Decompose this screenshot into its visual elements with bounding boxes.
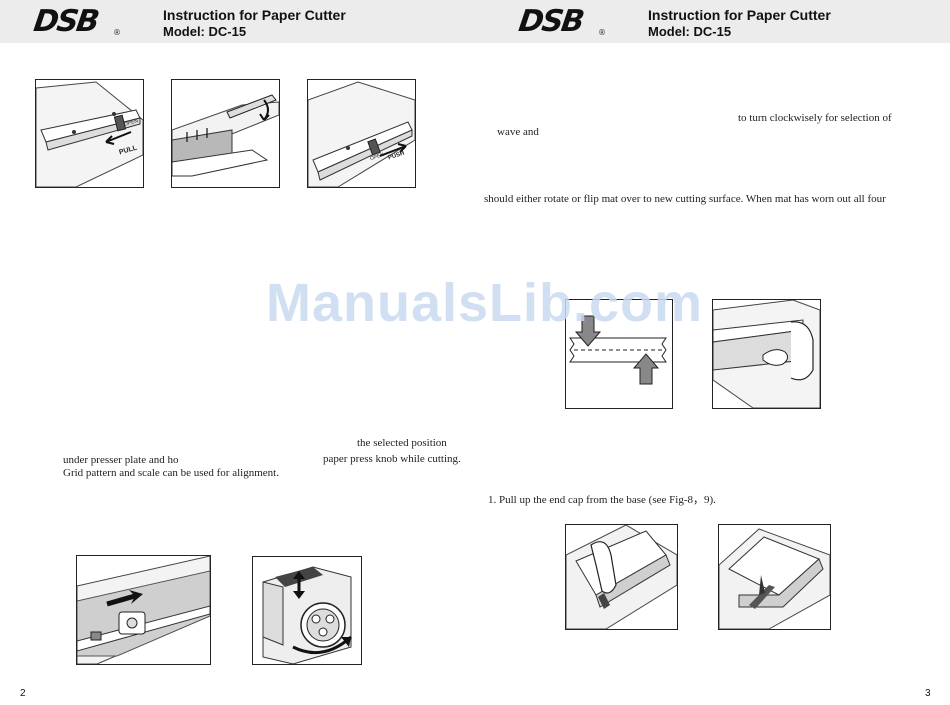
dsb-logo: DSB [31, 4, 100, 39]
dsb-logo: DSB [516, 4, 585, 39]
figure-9-end-cap [718, 524, 831, 630]
cutter-illustration [719, 528, 830, 629]
text-turn-clockwise: to turn clockwisely for selection of [738, 112, 892, 124]
left-page-header: DSB ® Instruction for Paper Cutter Model… [0, 0, 475, 43]
registered-mark: ® [113, 28, 121, 37]
figure-8-end-cap [565, 524, 678, 630]
cutter-illustration [566, 525, 677, 629]
page-number-left: 2 [20, 688, 26, 699]
figure-push-handle: PUSH OPEN [307, 79, 416, 188]
cutter-illustration [36, 81, 143, 187]
cutter-illustration [713, 300, 820, 408]
header-model: Model: DC-15 [648, 24, 732, 39]
watermark: ManualsLib.com [266, 273, 704, 333]
cutter-illustration [262, 566, 352, 664]
header-title: Instruction for Paper Cutter [648, 7, 831, 23]
figure-turn-knob [252, 556, 362, 665]
text-grid-pattern: Grid pattern and scale can be used for a… [63, 467, 279, 479]
figure-mat-flip [565, 299, 673, 409]
text-paper-press-knob: paper press knob while cutting. [323, 453, 461, 465]
figure-lower-blade [171, 79, 280, 188]
cutter-illustration [308, 81, 415, 187]
cutter-illustration [77, 556, 210, 664]
right-page-header: DSB ® Instruction for Paper Cutter Model… [475, 0, 950, 43]
header-model: Model: DC-15 [163, 24, 247, 39]
cutter-illustration [172, 94, 279, 177]
figure-pull-handle: PULL OPEN [35, 79, 144, 188]
figure-slide-paper [76, 555, 211, 665]
page-number-right: 3 [925, 688, 931, 699]
text-wave-and: wave and [497, 126, 539, 138]
figure-remove-mat [712, 299, 821, 409]
header-title: Instruction for Paper Cutter [163, 7, 346, 23]
text-under-presser: under presser plate and ho [63, 454, 179, 466]
text-pull-end-cap: 1. Pull up the end cap from the base (se… [488, 494, 716, 506]
mat-illustration [569, 315, 667, 385]
text-selected-position: the selected position [357, 437, 447, 449]
registered-mark: ® [598, 28, 606, 37]
text-rotate-flip-mat: should either rotate or flip mat over to… [484, 193, 886, 205]
